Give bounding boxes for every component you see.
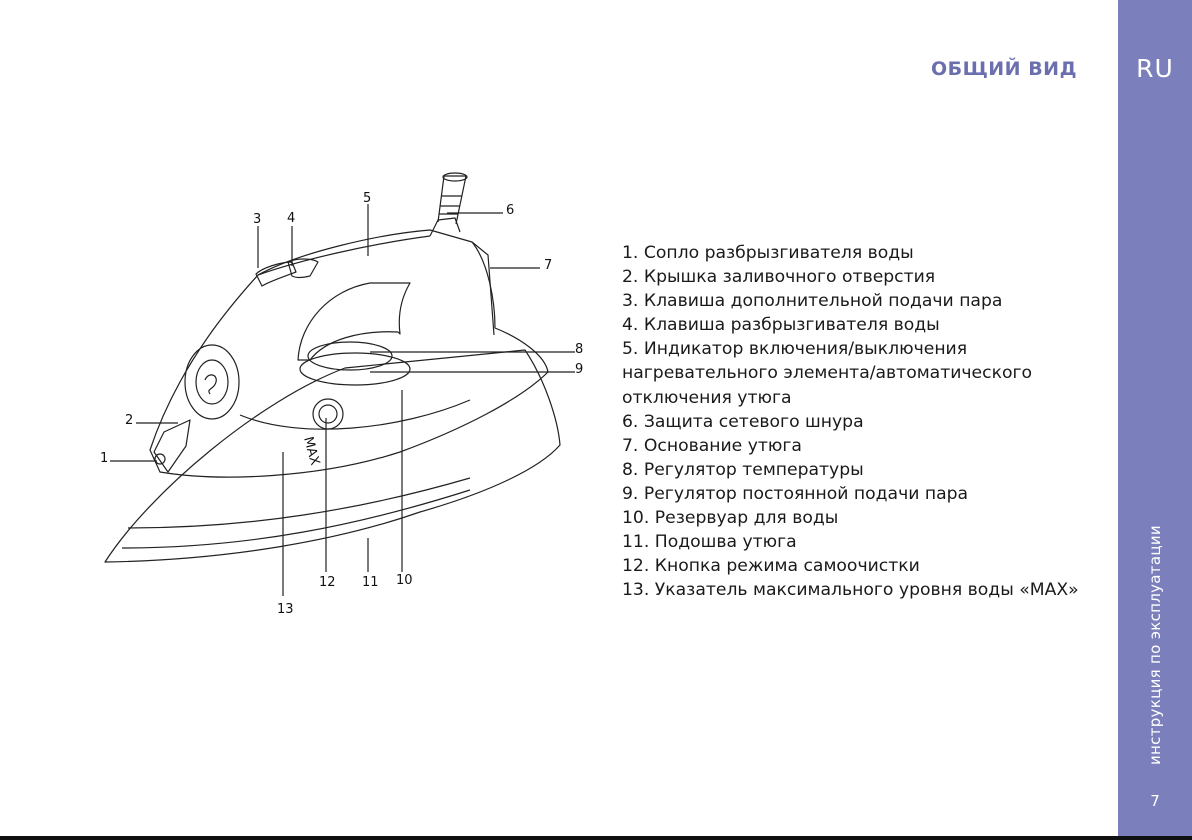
callout-10: 10 bbox=[396, 573, 413, 588]
part-item: 8. Регулятор температуры bbox=[622, 459, 864, 480]
part-item: 11. Подошва утюга bbox=[622, 532, 797, 553]
section-title: ОБЩИЙ ВИД bbox=[930, 58, 1077, 80]
part-item: 12. Кнопка режима самоочистки bbox=[622, 556, 920, 577]
part-item: 4. Клавиша разбрызгивателя воды bbox=[622, 315, 940, 336]
callout-4: 4 bbox=[287, 211, 295, 226]
part-item: 13. Указатель максимального уровня воды … bbox=[622, 580, 1079, 601]
callout-8: 8 bbox=[575, 342, 583, 357]
self-clean-button bbox=[312, 398, 344, 430]
manual-title: инструкция по эксплуатации bbox=[1146, 525, 1164, 765]
callout-5: 5 bbox=[363, 191, 371, 206]
side-strip: RU инструкция по эксплуатации 7 bbox=[1118, 0, 1192, 836]
callout-11: 11 bbox=[362, 575, 379, 590]
steam-dial bbox=[299, 352, 411, 386]
callout-13: 13 bbox=[277, 602, 294, 617]
iron-body bbox=[149, 229, 549, 478]
side-dial bbox=[184, 344, 240, 420]
callout-1: 1 bbox=[100, 451, 108, 466]
steam-button bbox=[255, 261, 297, 287]
iron-diagram: MAX 1 2 3 4 5 6 7 8 9 10 11 12 13 bbox=[100, 172, 583, 617]
water-inlet-cover bbox=[153, 419, 191, 473]
part-item: 6. Защита сетевого шнура bbox=[622, 411, 864, 432]
callout-2: 2 bbox=[125, 413, 133, 428]
bottom-rule bbox=[0, 836, 1192, 840]
callout-6: 6 bbox=[506, 203, 514, 218]
part-item: 10. Резервуар для воды bbox=[622, 508, 839, 529]
parts-list: 1. Сопло разбрызгивателя воды 2. Крышка … bbox=[622, 241, 1092, 602]
part-item: 1. Сопло разбрызгивателя воды bbox=[622, 243, 914, 263]
part-item: 2. Крышка заливочного отверстия bbox=[622, 267, 936, 288]
spray-button bbox=[287, 258, 319, 279]
part-item: 7. Основание утюга bbox=[622, 435, 802, 456]
callout-12: 12 bbox=[319, 575, 336, 590]
spray-nozzle bbox=[154, 453, 166, 465]
callout-9: 9 bbox=[575, 362, 583, 377]
iron-soleplate bbox=[104, 349, 561, 563]
language-label: RU bbox=[1136, 54, 1174, 83]
cord-guard bbox=[437, 172, 468, 225]
max-mark: MAX bbox=[300, 435, 322, 467]
temperature-dial bbox=[307, 341, 393, 371]
callout-3: 3 bbox=[253, 212, 261, 227]
callout-7: 7 bbox=[544, 258, 552, 273]
page-number: 7 bbox=[1150, 792, 1160, 810]
part-item: 5. Индикатор включения/выключения нагрев… bbox=[622, 339, 1033, 408]
part-item: 3. Клавиша дополнительной подачи пара bbox=[622, 291, 1003, 312]
part-item: 9. Регулятор постоянной подачи пара bbox=[622, 483, 969, 504]
